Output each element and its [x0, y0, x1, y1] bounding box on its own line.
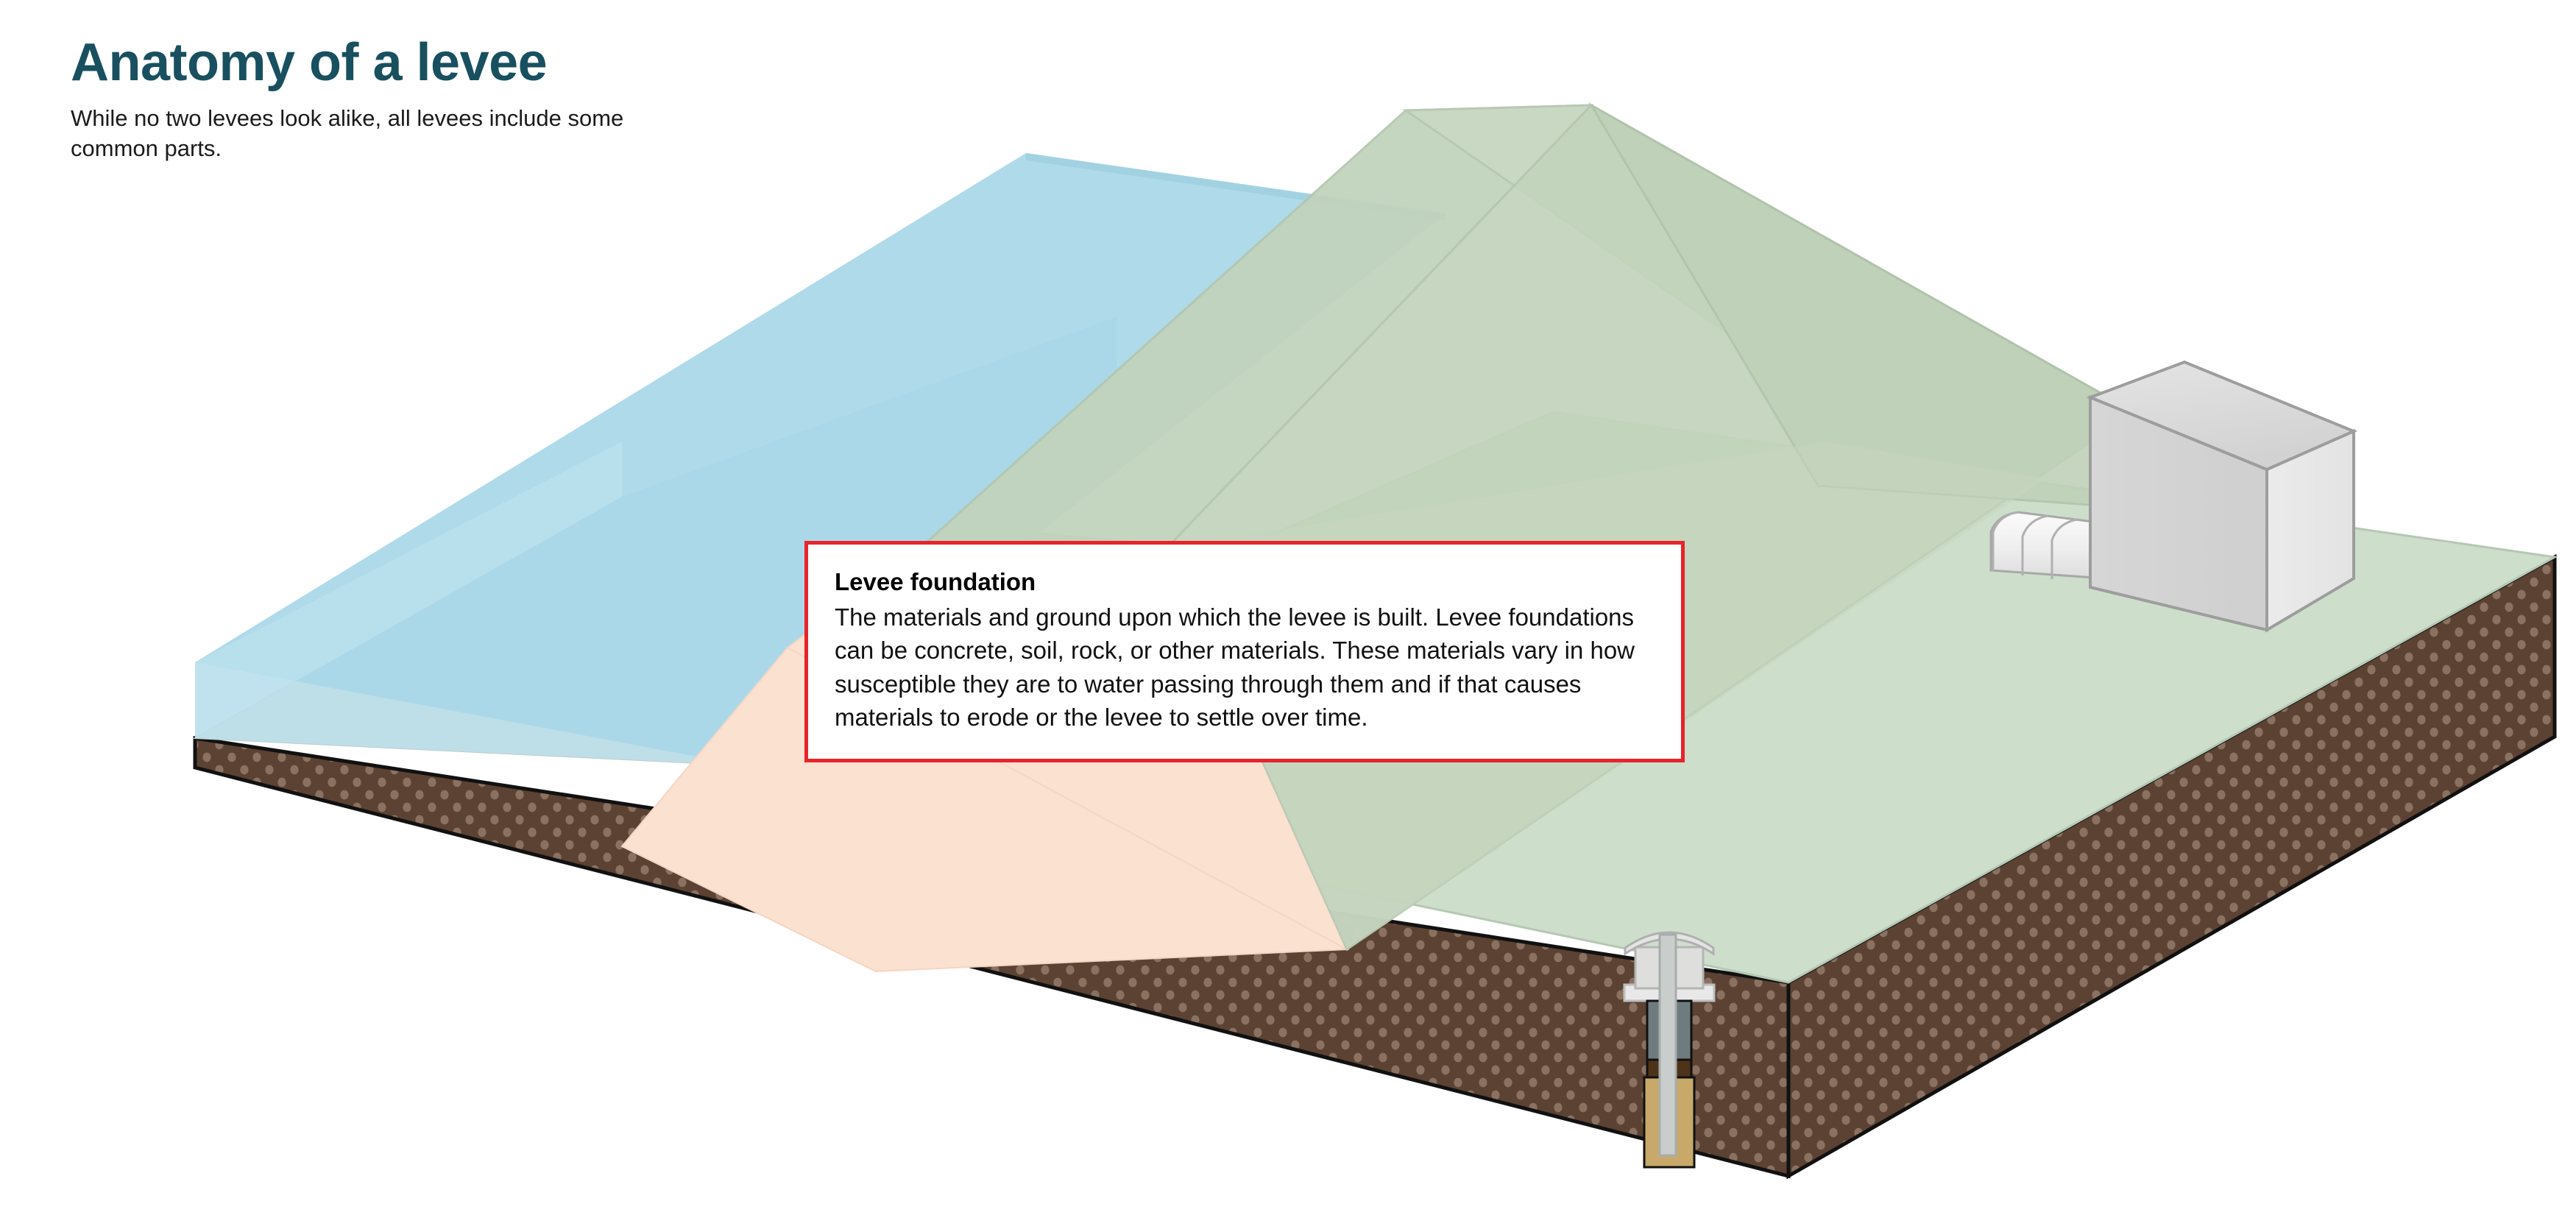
- heading-block: Anatomy of a levee While no two levees l…: [71, 35, 807, 164]
- culvert-pipe: [1989, 511, 2106, 580]
- pump-station-building: [2086, 360, 2358, 633]
- pump-station-side: [2265, 428, 2355, 633]
- page-title: Anatomy of a levee: [71, 33, 548, 92]
- water-left-face: [195, 442, 622, 738]
- relief-well-cap: [1624, 931, 1715, 956]
- water-surface-plane: [195, 153, 1446, 765]
- callout-title: Levee foundation: [835, 568, 1036, 595]
- page-subtitle: While no two levees look alike, all leve…: [71, 105, 624, 161]
- callout-body: The materials and ground upon which the …: [835, 603, 1635, 731]
- levee-foundation-callout[interactable]: Levee foundation The materials and groun…: [804, 541, 1685, 763]
- relief-well: [1621, 931, 1716, 1169]
- relief-well-riser-pipe: [1658, 933, 1677, 1157]
